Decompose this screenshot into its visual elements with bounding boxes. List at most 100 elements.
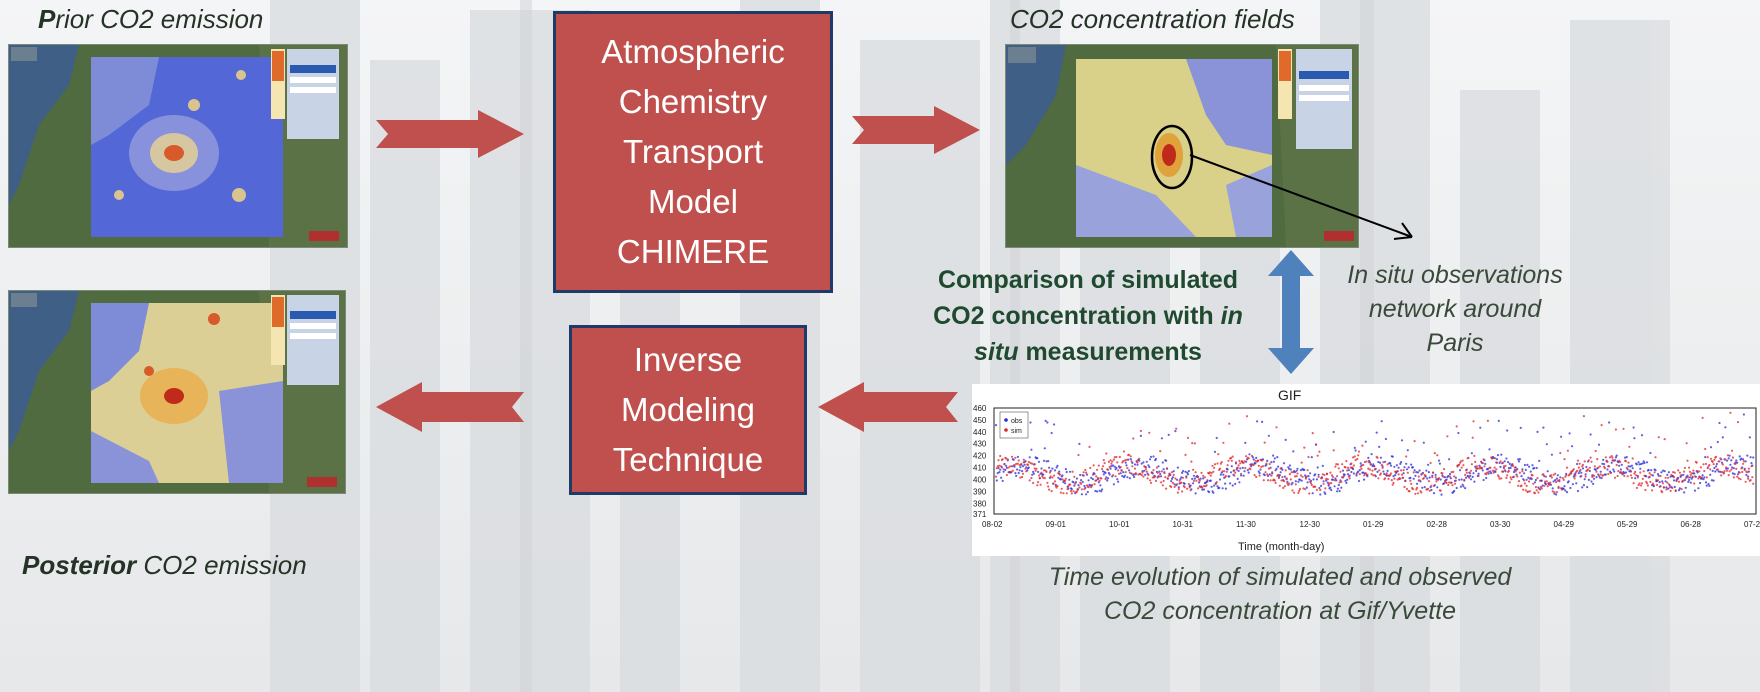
- sim-point: [1408, 490, 1411, 493]
- obs-point: [1029, 421, 1032, 424]
- sim-point: [1193, 442, 1196, 445]
- sim-point: [1720, 470, 1724, 474]
- sim-point: [1120, 469, 1123, 472]
- time-caption-line-2: CO2 concentration at Gif/Yvette: [1103, 597, 1457, 625]
- sim-point: [1504, 464, 1507, 467]
- obs-point: [1383, 472, 1386, 476]
- obs-point: [1331, 478, 1334, 481]
- obs-point: [1294, 480, 1297, 483]
- sim-point: [1231, 455, 1234, 458]
- obs-point: [1409, 476, 1412, 479]
- sim-point: [1101, 465, 1105, 468]
- obs-point: [1159, 472, 1162, 476]
- sim-point: [1018, 464, 1021, 467]
- obs-point: [1555, 477, 1558, 480]
- sim-point: [1492, 471, 1495, 474]
- sim-point: [1699, 476, 1702, 479]
- obs-point: [1139, 434, 1142, 437]
- obs-point: [1106, 477, 1110, 480]
- obs-point: [1210, 485, 1213, 488]
- obs-point: [1721, 436, 1724, 439]
- sim-point: [1730, 468, 1733, 471]
- obs-point: [1666, 473, 1669, 476]
- sim-point: [1640, 484, 1643, 487]
- sim-point: [1372, 474, 1375, 477]
- sim-point: [1245, 415, 1249, 418]
- obs-point: [1449, 477, 1452, 480]
- sim-point: [1497, 475, 1500, 478]
- obs-point: [1231, 484, 1234, 487]
- obs-point: [1615, 454, 1618, 457]
- obs-point: [1109, 467, 1112, 470]
- sim-point: [1704, 447, 1707, 451]
- obs-point: [1507, 461, 1510, 464]
- sim-point: [1138, 457, 1141, 460]
- sim-point: [1452, 470, 1455, 473]
- sim-point: [1149, 481, 1153, 484]
- sim-point: [1232, 469, 1235, 472]
- obs-point: [1606, 468, 1609, 471]
- inverse-line-1: Inverse: [633, 341, 743, 378]
- obs-point: [1359, 462, 1362, 465]
- sim-point: [1367, 467, 1370, 470]
- sim-point: [1405, 455, 1408, 458]
- sim-point: [1024, 467, 1027, 470]
- sim-point: [1140, 473, 1143, 477]
- obs-point: [1524, 468, 1527, 471]
- sim-point: [1468, 476, 1471, 479]
- sim-point: [1220, 461, 1223, 464]
- obs-point: [1325, 479, 1328, 482]
- obs-point: [1288, 467, 1291, 470]
- sim-point: [1331, 475, 1334, 478]
- sim-point: [1751, 476, 1754, 479]
- sim-point: [1016, 462, 1019, 465]
- sim-point: [1412, 471, 1415, 474]
- sim-point: [1460, 466, 1463, 469]
- sim-point: [1324, 487, 1327, 490]
- sim-point: [1064, 479, 1067, 482]
- sim-point: [1464, 473, 1467, 476]
- sim-point: [1104, 477, 1107, 481]
- sim-point: [1365, 460, 1368, 463]
- obs-point: [1372, 463, 1375, 466]
- obs-point: [1730, 459, 1733, 462]
- sim-point: [1177, 488, 1180, 491]
- sim-point: [1559, 451, 1562, 455]
- sim-point: [1721, 463, 1724, 466]
- obs-point: [1148, 465, 1151, 469]
- sim-point: [1021, 472, 1025, 475]
- sim-point: [1699, 466, 1702, 469]
- sim-point: [1368, 468, 1371, 471]
- obs-point: [1382, 470, 1385, 473]
- sim-point: [1418, 479, 1421, 482]
- sim-point: [1472, 420, 1475, 423]
- obs-point: [1469, 474, 1472, 477]
- sim-point: [1590, 460, 1593, 463]
- sim-point: [1646, 484, 1649, 487]
- obs-point: [1702, 478, 1705, 481]
- obs-point: [1283, 475, 1286, 478]
- obs-point: [1337, 483, 1340, 487]
- sim-point: [1613, 476, 1617, 479]
- sim-point: [1635, 474, 1638, 477]
- sim-point: [1470, 463, 1473, 466]
- obs-point: [1749, 456, 1752, 459]
- sim-point: [1077, 453, 1080, 457]
- obs-point: [1083, 484, 1086, 488]
- sim-point: [1709, 457, 1713, 460]
- sim-point: [1508, 481, 1511, 484]
- sim-point: [1043, 477, 1046, 480]
- sim-point: [1192, 468, 1195, 471]
- comparison-double-arrow: [1268, 250, 1314, 374]
- prior-emission-caption: Prior CO2 emission: [38, 4, 263, 35]
- sim-point: [1643, 474, 1646, 477]
- sim-point: [1300, 461, 1303, 464]
- obs-point: [1484, 462, 1487, 465]
- sim-point: [1134, 472, 1137, 475]
- sim-point: [1090, 486, 1093, 489]
- sim-point: [1389, 472, 1393, 475]
- sim-point: [1083, 488, 1086, 491]
- obs-point: [1192, 482, 1195, 485]
- obs-point: [1422, 441, 1425, 444]
- obs-point: [1050, 431, 1053, 435]
